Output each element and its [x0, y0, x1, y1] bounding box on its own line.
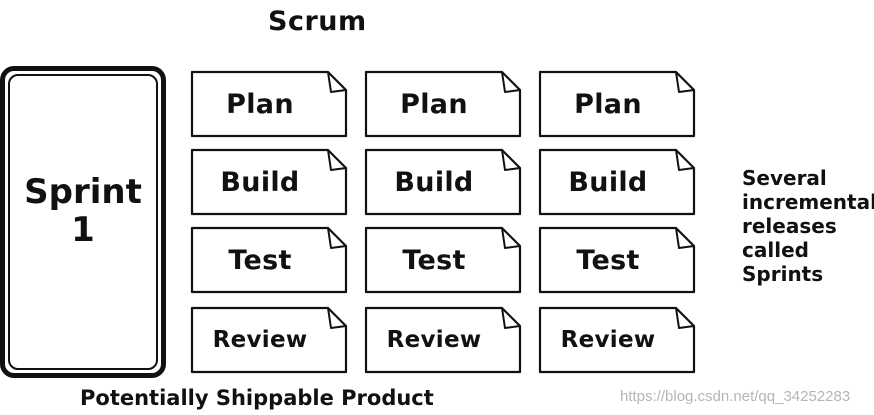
phase-label: Review [212, 327, 308, 353]
card-outline [538, 306, 696, 374]
sprint-box: Sprint 1 [0, 66, 166, 378]
footer-caption: Potentially Shippable Product [80, 386, 434, 410]
phase-card-build: Build [364, 148, 522, 216]
phase-label: Review [560, 327, 656, 353]
scrum-title: Scrum [268, 6, 367, 37]
card-outline [364, 70, 522, 138]
card-outline [538, 70, 696, 138]
side-note-line: called [742, 238, 809, 262]
phase-card-plan: Plan [190, 70, 348, 138]
phase-label: Plan [574, 88, 642, 120]
card-outline [364, 306, 522, 374]
sprint-label-number: 1 [71, 210, 95, 250]
phase-card-build: Build [190, 148, 348, 216]
phase-card-plan: Plan [538, 70, 696, 138]
phase-card-test: Test [364, 226, 522, 294]
phase-label: Test [402, 244, 466, 276]
phase-card-review: Review [538, 306, 696, 374]
phase-label: Plan [400, 88, 468, 120]
phase-label: Build [568, 166, 648, 198]
card-outline [364, 148, 522, 216]
phase-label: Test [576, 244, 640, 276]
side-note-line: Several [742, 166, 827, 190]
card-outline [190, 148, 348, 216]
phase-card-plan: Plan [364, 70, 522, 138]
side-note-line: incremental [742, 190, 874, 214]
card-outline [190, 226, 348, 294]
card-outline [538, 148, 696, 216]
side-note: Several incremental releases called Spri… [742, 166, 874, 286]
card-outline [538, 226, 696, 294]
side-note-line: releases [742, 214, 837, 238]
sprint-label: Sprint 1 [5, 173, 161, 249]
phase-card-review: Review [190, 306, 348, 374]
side-note-line: Sprints [742, 262, 824, 286]
phase-label: Plan [226, 88, 294, 120]
phase-card-test: Test [190, 226, 348, 294]
card-outline [190, 306, 348, 374]
sprint-label-word: Sprint [24, 172, 142, 212]
watermark: https://blog.csdn.net/qq_34252283 [620, 388, 851, 405]
phase-label: Test [228, 244, 292, 276]
phase-label: Review [386, 327, 482, 353]
phase-card-build: Build [538, 148, 696, 216]
card-outline [190, 70, 348, 138]
phase-label: Build [394, 166, 474, 198]
phase-label: Build [220, 166, 300, 198]
phase-card-test: Test [538, 226, 696, 294]
card-outline [364, 226, 522, 294]
phase-card-review: Review [364, 306, 522, 374]
